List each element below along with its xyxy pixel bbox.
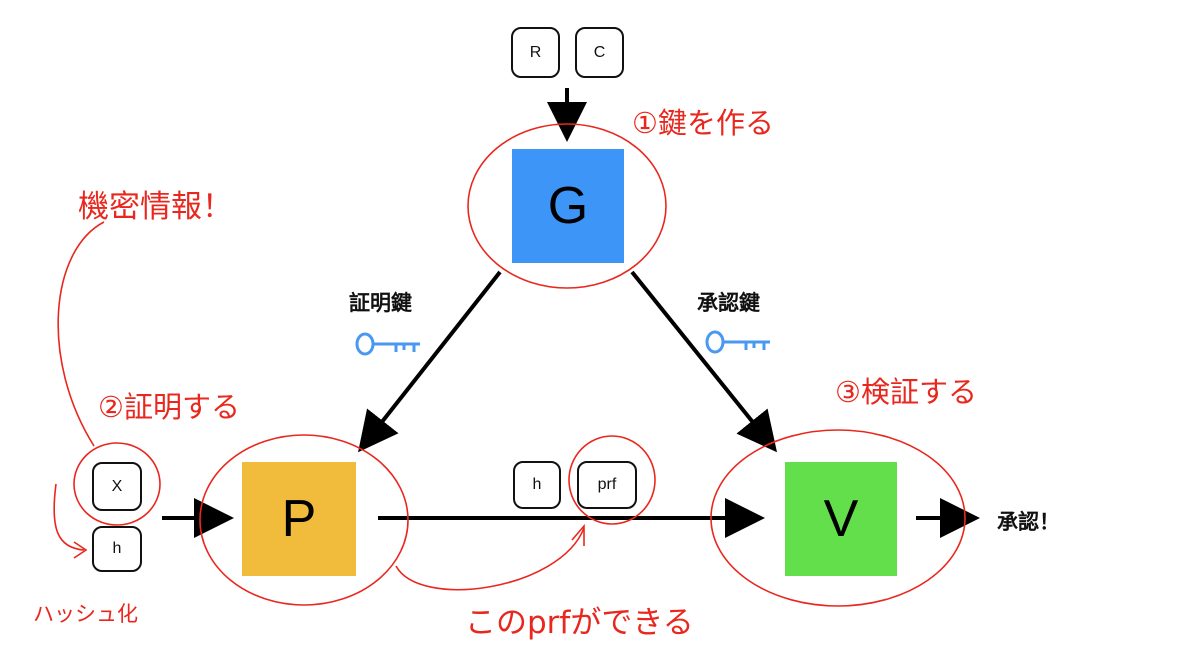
annotation-verify: ③検証する <box>835 375 977 409</box>
arrow-g-to-p <box>358 270 502 453</box>
result-label: 承認！ <box>997 510 1060 534</box>
generator-block: G <box>512 149 624 263</box>
annotation-prf-made: このprfができる <box>465 605 694 641</box>
key-icon <box>705 330 770 354</box>
circle-prf <box>568 435 656 525</box>
circle-x <box>73 442 161 526</box>
input-c: C <box>575 27 624 78</box>
secret-connector <box>57 221 105 447</box>
hash-arrowhead <box>73 541 88 559</box>
prover-block: P <box>242 462 356 576</box>
prf-connector <box>395 527 585 591</box>
circle-g <box>467 123 667 289</box>
circle-p <box>199 434 409 606</box>
annotation-hashing: ハッシュ化 <box>33 602 138 626</box>
input-x: X <box>92 462 142 511</box>
circle-v <box>710 429 966 607</box>
key-icon <box>355 332 420 356</box>
input-h: h <box>92 526 142 572</box>
proving-key-label: 証明鍵 <box>349 291 412 315</box>
annotation-prove: ②証明する <box>98 390 240 424</box>
annotation-make-key: ①鍵を作る <box>632 106 774 140</box>
proof-prf: prf <box>577 461 637 509</box>
hash-connector <box>53 483 85 551</box>
verifier-block: V <box>785 462 897 576</box>
input-r: R <box>511 27 560 78</box>
arrow-g-to-v <box>630 270 778 453</box>
verification-key-label: 承認鍵 <box>697 291 760 315</box>
prf-arrowhead <box>571 523 585 546</box>
annotation-secret: 機密情報！ <box>78 189 233 225</box>
hash-h: h <box>513 461 561 509</box>
